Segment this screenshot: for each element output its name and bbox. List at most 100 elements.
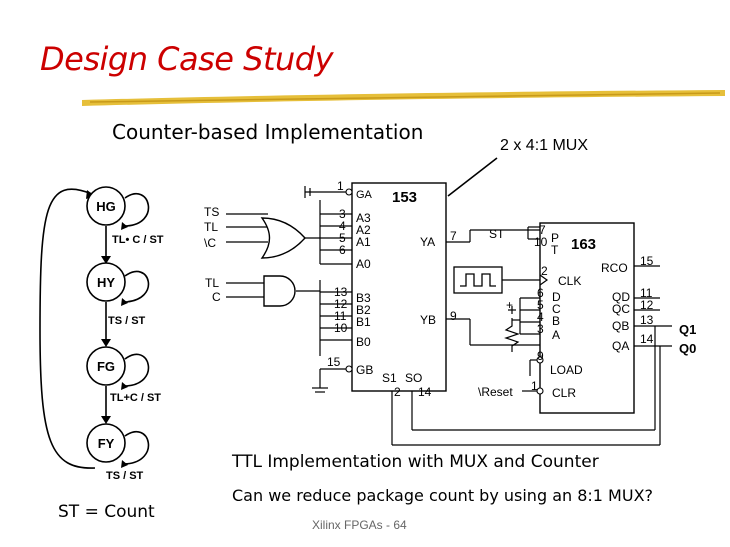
output-label: Q0	[679, 341, 696, 356]
pin-label: C	[552, 302, 561, 316]
pin-number: 7	[539, 223, 546, 237]
state-fg: FG	[86, 346, 126, 386]
pin-number: 14	[418, 385, 432, 399]
pin-number: 2	[541, 264, 548, 278]
pin-number: 4	[537, 310, 544, 324]
pin-label: YB	[420, 313, 436, 327]
question-text: Can we reduce package count by using an …	[232, 486, 654, 505]
pin-number: 6	[339, 243, 346, 257]
gb-inversion-bubble	[345, 365, 353, 373]
clk-triangle-icon	[539, 274, 549, 286]
pin-number: 11	[640, 286, 653, 300]
state-label: FG	[97, 359, 115, 374]
signal-label: TS	[204, 205, 219, 219]
signal-label: TL	[204, 220, 218, 234]
signal-label: TL	[205, 276, 219, 290]
pin-label: B2	[356, 303, 371, 317]
pin-label: CLR	[552, 386, 576, 400]
output-label: Q1	[679, 322, 696, 337]
pin-number: 10	[334, 321, 348, 335]
state-label: HY	[97, 275, 115, 290]
legend-text: ST = Count	[58, 502, 155, 522]
pin-label: A	[552, 328, 560, 342]
counter-pin-text: ST 7 10 P T 2 CLK RCO 15 6 5 4 3 D C B A…	[478, 223, 654, 400]
pin-label: P	[551, 231, 559, 245]
transition-label: TS / ST	[108, 315, 146, 327]
self-loop-fy	[124, 430, 150, 465]
pin-label: GB	[356, 363, 373, 377]
clr-inversion-bubble	[536, 387, 544, 395]
ttl-caption: TTL Implementation with MUX and Counter	[232, 452, 599, 472]
mux-input-signals: TS TL \C TL C	[204, 205, 221, 304]
pin-label: RCO	[601, 261, 628, 275]
pin-label: GA	[356, 189, 373, 201]
counter-chip	[539, 222, 635, 414]
self-loop-hy	[124, 270, 150, 303]
transition-label: TL+C / ST	[110, 392, 161, 404]
pin-number: 7	[450, 229, 457, 243]
pin-label: QA	[612, 339, 629, 353]
pin-number: 2	[394, 385, 401, 399]
self-loop-hg	[124, 192, 150, 227]
counter-part-number: 163	[571, 236, 596, 253]
pin-number: 15	[640, 254, 654, 268]
pin-label: B3	[356, 291, 371, 305]
transition-labels: TL• C / ST TS / ST TL+C / ST TS / ST	[106, 234, 164, 482]
pin-number: 13	[334, 285, 348, 299]
load-inversion-bubble	[536, 356, 544, 364]
pin-label: A2	[356, 223, 371, 237]
mux-wires	[226, 186, 661, 446]
return-arc	[39, 188, 96, 469]
clock-source	[453, 266, 503, 294]
counter-wires	[502, 226, 672, 392]
mux-pin-text: 1 GA 3 4 5 6 A3 A2 A1 A0 13 12 11 10 B3 …	[327, 179, 457, 399]
state-diagram	[39, 188, 150, 469]
ga-inversion-bubble	[345, 188, 353, 196]
subtitle: Counter-based Implementation	[112, 120, 424, 144]
pin-number: 15	[327, 355, 341, 369]
signal-label: C	[212, 290, 221, 304]
and-gate	[263, 275, 296, 307]
state-label: HG	[96, 199, 116, 214]
title-underline	[82, 90, 725, 106]
slide-title: Design Case Study	[40, 40, 334, 78]
state-label: FY	[98, 436, 115, 451]
pin-label: LOAD	[550, 363, 583, 377]
state-fy: FY	[86, 423, 126, 463]
clock-waveform-icon	[460, 273, 496, 287]
state-hy: HY	[86, 262, 126, 302]
pin-label: QD	[612, 290, 630, 304]
pin-label: S1	[382, 371, 397, 385]
pin-label: B	[552, 314, 560, 328]
pin-number: 6	[537, 286, 544, 300]
pin-label: SO	[405, 371, 422, 385]
pin-number: 11	[334, 309, 347, 323]
signal-label: ST	[489, 227, 505, 241]
signal-label: \C	[204, 236, 216, 250]
pin-number: 5	[339, 231, 346, 245]
pin-number: 4	[339, 219, 346, 233]
pin-number: 12	[640, 298, 654, 312]
state-hg: HG	[86, 186, 126, 226]
pin-label: +	[506, 298, 513, 312]
pin-number: 13	[640, 313, 654, 327]
transition-label: TL• C / ST	[112, 234, 164, 246]
transition-label: TS / ST	[106, 470, 144, 482]
counter-outputs: Q1 Q0	[679, 322, 696, 356]
pin-number: 10	[534, 235, 548, 249]
mux-pointer-line	[447, 157, 498, 197]
pin-number: 1	[337, 179, 344, 193]
pin-number: 12	[334, 297, 348, 311]
or-gate	[260, 217, 306, 259]
pin-number: 3	[339, 207, 346, 221]
pin-number: 1	[531, 379, 538, 393]
mux-part-number: 153	[392, 189, 417, 206]
pin-number: 9	[537, 349, 544, 363]
pin-label: QC	[612, 302, 630, 316]
pin-number: 14	[640, 332, 654, 346]
mux-chip	[351, 182, 447, 392]
pin-label: B0	[356, 335, 371, 349]
pin-label: YA	[420, 235, 435, 249]
pin-label: D	[552, 290, 561, 304]
